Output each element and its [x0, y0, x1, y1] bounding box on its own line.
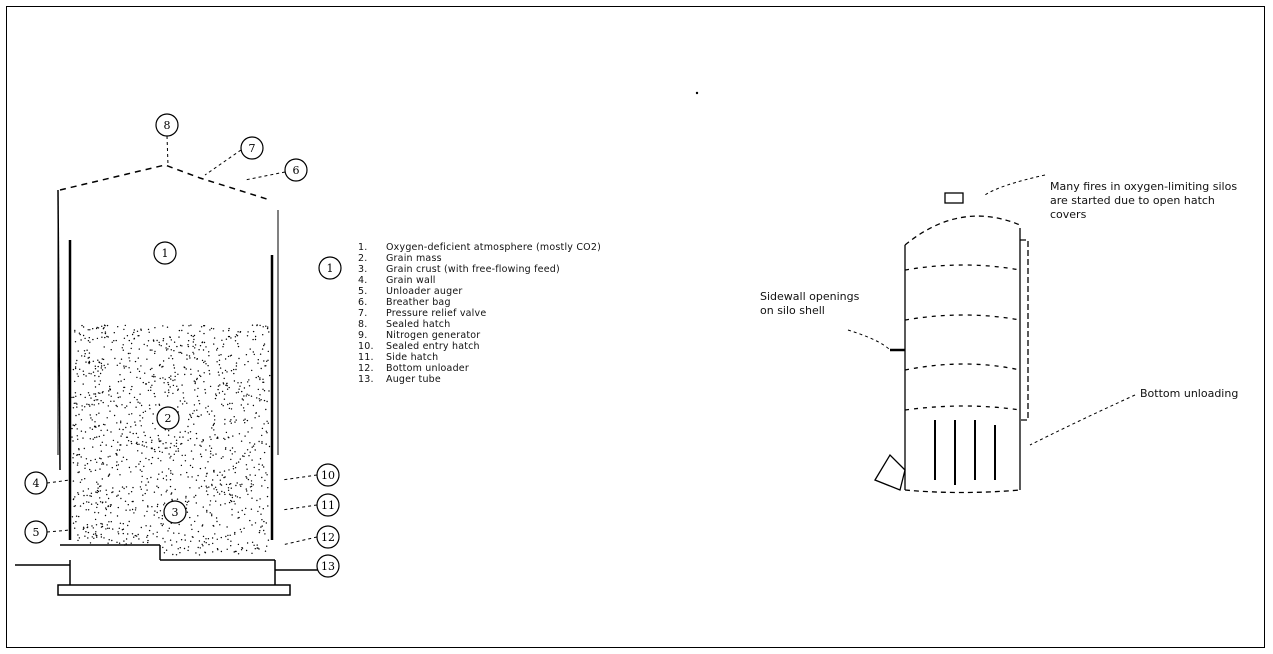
note-open-hatch: Many fires in oxygen-limiting silos are … [1050, 180, 1238, 221]
legend-item: 12.Bottom unloader [358, 363, 469, 374]
callout-3: 3 [172, 506, 179, 519]
figure-frame [6, 6, 1265, 648]
grain-fill [71, 324, 271, 556]
legend-item: 13.Auger tube [358, 374, 441, 385]
legend-item: 9.Nitrogen generator [358, 330, 481, 341]
callout-7: 7 [249, 142, 256, 155]
legend-item: 8.Sealed hatch [358, 319, 451, 330]
callout-2: 2 [165, 412, 172, 425]
callout-13: 13 [321, 560, 335, 573]
callout-4: 4 [33, 477, 40, 490]
callout-8: 8 [164, 119, 171, 132]
legend-item: 6.Breather bag [358, 297, 451, 308]
callout-5: 5 [33, 526, 40, 539]
legend-item: 1.Oxygen-deficient atmosphere (mostly CO… [358, 242, 601, 253]
legend-item: 3.Grain crust (with free-flowing feed) [358, 264, 560, 275]
legend-item: 7.Pressure relief valve [358, 308, 487, 319]
legend: 1.Oxygen-deficient atmosphere (mostly CO… [358, 242, 718, 385]
legend-item: 5.Unloader auger [358, 286, 463, 297]
callout-11: 11 [321, 499, 335, 512]
right-silo [874, 192, 1029, 494]
legend-item: 2.Grain mass [358, 253, 442, 264]
callout-extra: 1 [327, 262, 334, 275]
note-bottom-unloading: Bottom unloading [1140, 387, 1239, 400]
note-sidewall-openings: Sidewall openings on silo shell [760, 290, 860, 317]
callout-12: 12 [321, 531, 335, 544]
callout-6: 6 [293, 164, 300, 177]
callout-1: 1 [162, 247, 169, 260]
legend-item: 11.Side hatch [358, 352, 439, 363]
left-silo [15, 164, 330, 596]
callouts-left [24, 113, 342, 578]
legend-item: 10.Sealed entry hatch [358, 341, 480, 352]
legend-item: 4.Grain wall [358, 275, 436, 286]
callout-10: 10 [321, 469, 335, 482]
